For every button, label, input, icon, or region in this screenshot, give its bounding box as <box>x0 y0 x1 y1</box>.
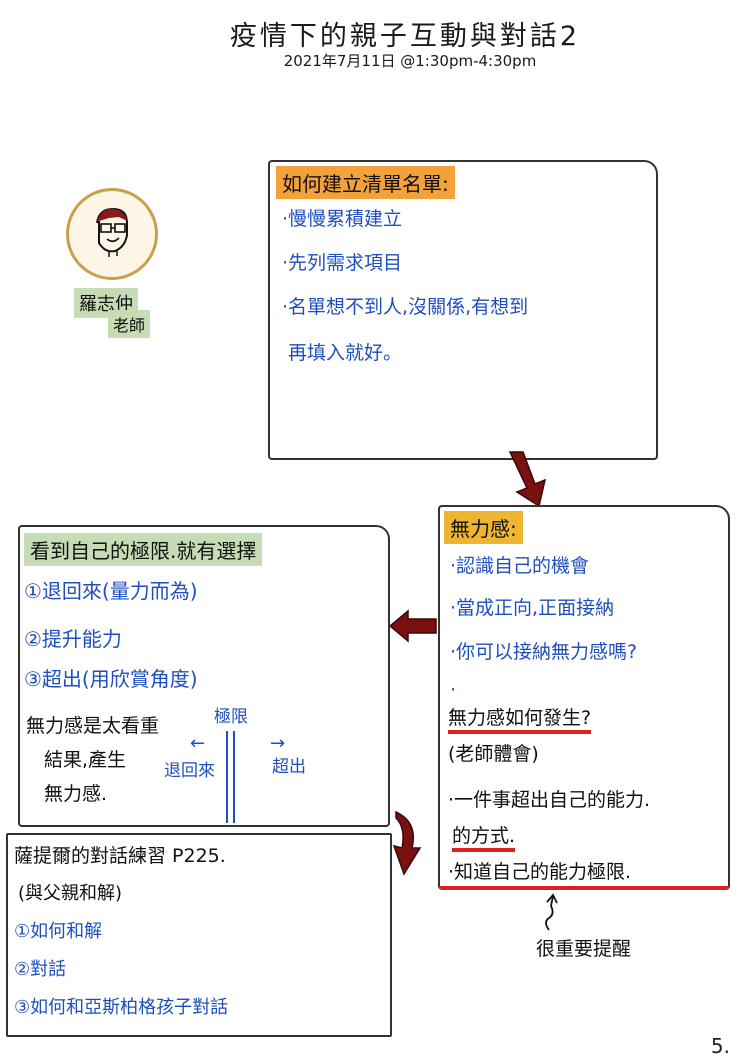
limit-label: 極限 <box>214 707 248 727</box>
important-reminder: 很重要提醒 <box>536 938 632 960</box>
option-item: ①退回來(量力而為) <box>24 579 198 603</box>
list-item: ·慢慢累積建立 <box>282 208 403 230</box>
list-item: ·你可以接納無力感嗎? <box>450 641 638 663</box>
retreat-label: 退回來 <box>164 761 215 781</box>
limits-title: 看到自己的極限.就有選擇 <box>24 533 263 566</box>
arrow-curve-down-icon <box>392 810 422 876</box>
powerlessness-question: 無力感如何發生? <box>448 707 592 734</box>
arrow-down-icon <box>508 451 547 508</box>
satir-item: ②對話 <box>14 959 67 980</box>
annotation-arrow-icon <box>545 893 558 931</box>
limits-choice-box: 看到自己的極限.就有選擇 ①退回來(量力而為) ②提升能力 ③超出(用欣賞角度)… <box>18 525 390 827</box>
exceed-label: 超出 <box>272 757 306 777</box>
arrow-left-icon <box>388 609 437 643</box>
speaker-role: 老師 <box>108 310 151 338</box>
option-item: ②提升能力 <box>24 627 122 651</box>
list-item: ·當成正向,正面接納 <box>450 597 615 619</box>
list-item: ·先列需求項目 <box>282 252 403 274</box>
summary-line: 無力感. <box>44 783 108 805</box>
list-item: 的方式. <box>452 825 516 852</box>
option-item: ③超出(用欣賞角度) <box>24 667 198 691</box>
satir-item: ①如何和解 <box>14 921 103 942</box>
satir-item: ③如何和亞斯柏格孩子對話 <box>14 997 229 1018</box>
list-building-box: 如何建立清單名單: ·慢慢累積建立 ·先列需求項目 ·名單想不到人,沒關係,有想… <box>268 160 658 460</box>
list-building-title: 如何建立清單名單: <box>276 166 455 199</box>
speaker-avatar <box>66 188 158 280</box>
powerlessness-title: 無力感: <box>444 511 523 544</box>
list-item: ·名單想不到人,沒關係,有想到 <box>282 296 529 318</box>
satir-title: 薩提爾的對話練習 P225. <box>14 845 226 867</box>
satir-dialogue-box: 薩提爾的對話練習 P225. (與父親和解) ①如何和解 ②對話 ③如何和亞斯柏… <box>6 833 392 1037</box>
satir-subtitle: (與父親和解) <box>18 883 123 904</box>
right-arrow-icon: → <box>270 733 286 754</box>
list-item: ·認識自己的機會 <box>450 555 590 577</box>
limit-line <box>226 731 235 823</box>
summary-line: 無力感是太看重 <box>26 715 160 737</box>
list-item: · <box>450 679 457 701</box>
session-date: 2021年7月11日 @1:30pm-4:30pm <box>283 52 537 70</box>
page-title: 疫情下的親子互動與對話2 <box>229 21 581 52</box>
teacher-note: (老師體會) <box>448 743 539 765</box>
smiling-face-with-glasses-icon <box>96 207 128 257</box>
list-item: ·一件事超出自己的能力. <box>448 789 651 811</box>
summary-line: 結果,產生 <box>44 749 127 771</box>
list-item: 再填入就好。 <box>288 342 403 364</box>
powerlessness-box: 無力感: ·認識自己的機會 ·當成正向,正面接納 ·你可以接納無力感嗎? · 無… <box>438 505 730 890</box>
list-item: ·知道自己的能力極限. <box>448 861 632 883</box>
left-arrow-icon: ← <box>190 733 206 754</box>
page-number: 5. <box>710 1034 730 1058</box>
